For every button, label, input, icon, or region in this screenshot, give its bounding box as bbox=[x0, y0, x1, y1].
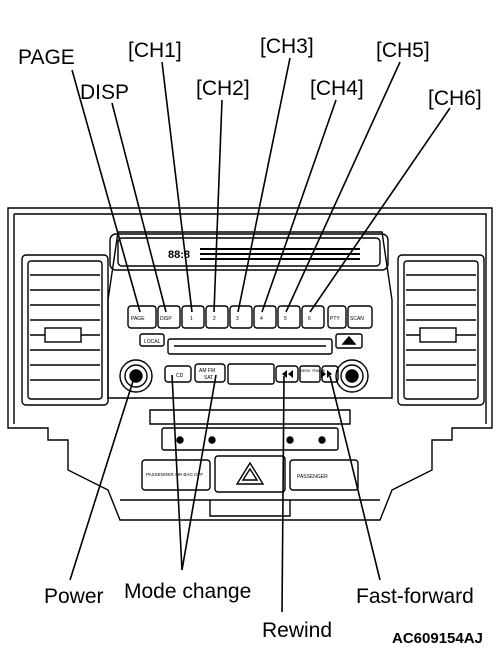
cd-slot bbox=[167, 338, 333, 355]
pty-button bbox=[327, 305, 347, 329]
callout-power: Power bbox=[44, 585, 104, 608]
panel-disp-text: DISP bbox=[160, 316, 172, 322]
panel-amfm-text: AM FM bbox=[199, 368, 215, 374]
panel-page-text: PAGE bbox=[131, 316, 145, 322]
ch3-button bbox=[229, 305, 253, 329]
lcd-display bbox=[109, 233, 389, 271]
panel-local-text: LOCAL bbox=[144, 339, 161, 345]
page-button bbox=[127, 305, 157, 329]
blank-center-panel bbox=[227, 363, 275, 385]
panel-passenger-text: PASSENGER bbox=[297, 474, 328, 480]
right-air-vent bbox=[397, 254, 485, 406]
leader-mode-change-cd bbox=[171, 374, 183, 571]
left-air-vent bbox=[21, 254, 109, 406]
tuning-knob bbox=[335, 359, 369, 393]
leader-ch6 bbox=[309, 107, 451, 313]
leader-fast-forward bbox=[329, 375, 381, 581]
leader-ch4 bbox=[261, 99, 337, 313]
ch4-button bbox=[253, 305, 277, 329]
leader-ch5 bbox=[285, 61, 401, 313]
panel-ch5-text: 5 bbox=[284, 316, 287, 322]
callout-ch3: [CH3] bbox=[260, 35, 314, 58]
leader-mode-change-amfm bbox=[181, 374, 217, 571]
leader-ch3 bbox=[237, 57, 291, 313]
hazard-icon bbox=[235, 461, 265, 485]
am-fm-sat-button bbox=[194, 363, 226, 383]
hazard-button bbox=[214, 455, 286, 493]
leader-page bbox=[71, 69, 141, 313]
callout-rewind: Rewind bbox=[262, 619, 333, 642]
leader-rewind bbox=[281, 375, 285, 613]
leader-ch2 bbox=[213, 99, 223, 313]
fast-forward-icon bbox=[321, 370, 332, 378]
power-volume-knob bbox=[119, 359, 153, 393]
passenger-indicator bbox=[289, 459, 359, 491]
callout-disp: DISP bbox=[80, 81, 130, 104]
callout-ch2: [CH2] bbox=[196, 77, 250, 100]
seek-track-label-box bbox=[299, 365, 321, 383]
dashboard-frame bbox=[7, 207, 493, 521]
panel-ch6-text: 6 bbox=[308, 316, 311, 322]
callout-ch6: [CH6] bbox=[428, 87, 482, 110]
panel-ch1-text: 1 bbox=[190, 316, 193, 322]
callout-page: PAGE bbox=[18, 46, 75, 69]
callout-ch5: [CH5] bbox=[376, 39, 430, 62]
ch6-button bbox=[301, 305, 325, 329]
figure-code: AC609154AJ bbox=[392, 630, 483, 647]
ch5-button bbox=[277, 305, 301, 329]
ch1-button bbox=[181, 305, 205, 329]
disp-button bbox=[157, 305, 181, 329]
panel-scan-text: SCAN bbox=[350, 316, 364, 322]
panel-seek-track-text: SEEK TRACK bbox=[300, 368, 326, 373]
panel-ch3-text: 3 bbox=[236, 316, 239, 322]
scan-button bbox=[347, 305, 373, 329]
panel-airbag-off-text: PASSENGER AIR BAG OFF bbox=[146, 472, 203, 477]
leader-power bbox=[69, 377, 135, 581]
rewind-icon bbox=[282, 370, 293, 378]
callout-ch1: [CH1] bbox=[128, 39, 182, 62]
panel-pty-text: PTY bbox=[330, 316, 340, 322]
ch2-button bbox=[205, 305, 229, 329]
eject-button bbox=[335, 333, 363, 349]
lcd-readout: 88:8 bbox=[168, 249, 190, 261]
leader-disp bbox=[111, 102, 167, 313]
rewind-button bbox=[275, 365, 299, 383]
callout-fast-forward: Fast-forward bbox=[356, 585, 474, 608]
panel-ch2-text: 2 bbox=[213, 316, 216, 322]
panel-sat-text: SAT bbox=[204, 375, 213, 381]
panel-cd-text: CD bbox=[176, 373, 184, 379]
leader-ch1 bbox=[161, 61, 193, 313]
callout-mode-change: Mode change bbox=[124, 580, 252, 603]
callout-leader-lines bbox=[69, 57, 451, 613]
callout-ch4: [CH4] bbox=[310, 77, 364, 100]
cd-button bbox=[164, 365, 192, 383]
local-button bbox=[139, 333, 165, 347]
panel-ch4-text: 4 bbox=[260, 316, 263, 322]
radio-head-unit bbox=[107, 231, 393, 399]
